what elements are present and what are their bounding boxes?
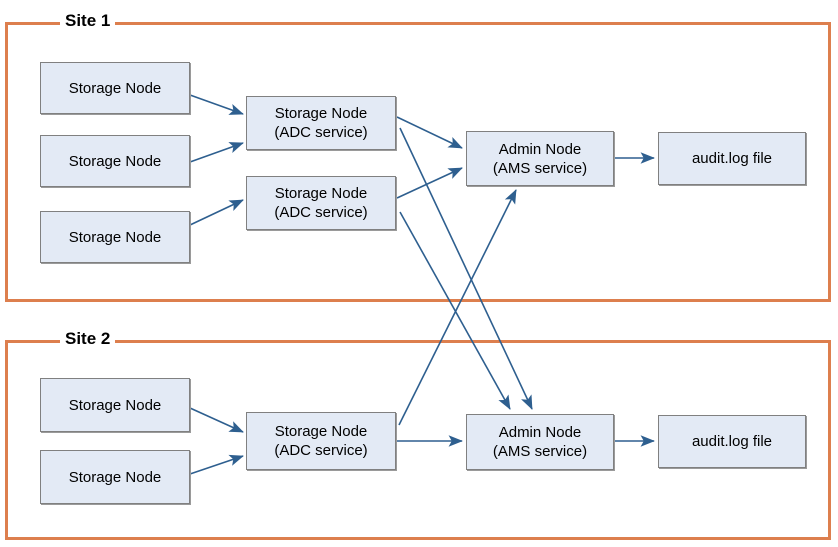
node-s1-admin-node-ams[interactable]: Admin Node (AMS service) bbox=[466, 131, 614, 186]
edge-s1sn1-to-s1adc1 bbox=[189, 94, 244, 115]
site-1-frame bbox=[5, 22, 831, 302]
edge-s1sn2-to-s1adc1 bbox=[189, 142, 244, 163]
edge-s1sn3-to-s1adc2 bbox=[189, 199, 244, 226]
node-s1-storage-node-adc-1[interactable]: Storage Node (ADC service) bbox=[246, 96, 396, 150]
site-2-label: Site 2 bbox=[60, 330, 116, 348]
edge-s2sn2-to-s2adc1 bbox=[189, 454, 244, 475]
node-s1-storage-node-2[interactable]: Storage Node bbox=[40, 135, 190, 187]
node-label-line2: (ADC service) bbox=[274, 204, 368, 221]
node-label-line1: Storage Node bbox=[68, 396, 162, 414]
node-label-line1: Storage Node bbox=[274, 185, 368, 202]
node-label-line1: Storage Node bbox=[68, 79, 162, 97]
edge-s2sn1-to-s2adc1 bbox=[189, 407, 244, 433]
node-s2-admin-node-ams[interactable]: Admin Node (AMS service) bbox=[466, 414, 614, 470]
edge-s1adc1-to-s2admin bbox=[399, 127, 533, 410]
edge-s2adc1-to-s1admin bbox=[398, 189, 517, 426]
node-label-line1: Admin Node bbox=[498, 140, 582, 158]
site-2-frame bbox=[5, 340, 831, 540]
node-label-line1: audit.log file bbox=[691, 150, 773, 167]
node-label-line1: Storage Node bbox=[68, 228, 162, 246]
node-s1-storage-node-adc-2[interactable]: Storage Node (ADC service) bbox=[246, 176, 396, 230]
node-label-line2: (ADC service) bbox=[274, 442, 368, 459]
node-label-line1: Storage Node bbox=[68, 468, 162, 486]
node-label-line2: (AMS service) bbox=[492, 159, 588, 177]
node-s2-storage-node-2[interactable]: Storage Node bbox=[40, 450, 190, 504]
node-label-line1: Admin Node bbox=[498, 424, 582, 441]
node-label-line1: Storage Node bbox=[274, 423, 368, 440]
node-label-line2: (AMS service) bbox=[492, 443, 588, 460]
edge-s1adc2-to-s1admin bbox=[396, 167, 463, 199]
node-s2-audit-log-file[interactable]: audit.log file bbox=[658, 415, 806, 468]
node-s1-storage-node-1[interactable]: Storage Node bbox=[40, 62, 190, 114]
node-s2-storage-node-adc-1[interactable]: Storage Node (ADC service) bbox=[246, 412, 396, 470]
site-1-label: Site 1 bbox=[60, 12, 116, 30]
edge-s1adc2-to-s2admin bbox=[399, 211, 511, 410]
edge-s1adc1-to-s1admin bbox=[396, 116, 463, 149]
node-s1-audit-log-file[interactable]: audit.log file bbox=[658, 132, 806, 185]
node-label-line1: Storage Node bbox=[274, 105, 368, 122]
node-label-line1: audit.log file bbox=[691, 433, 773, 450]
node-label-line2: (ADC service) bbox=[274, 124, 368, 141]
node-s1-storage-node-3[interactable]: Storage Node bbox=[40, 211, 190, 263]
node-s2-storage-node-1[interactable]: Storage Node bbox=[40, 378, 190, 432]
node-label-line1: Storage Node bbox=[68, 152, 162, 170]
